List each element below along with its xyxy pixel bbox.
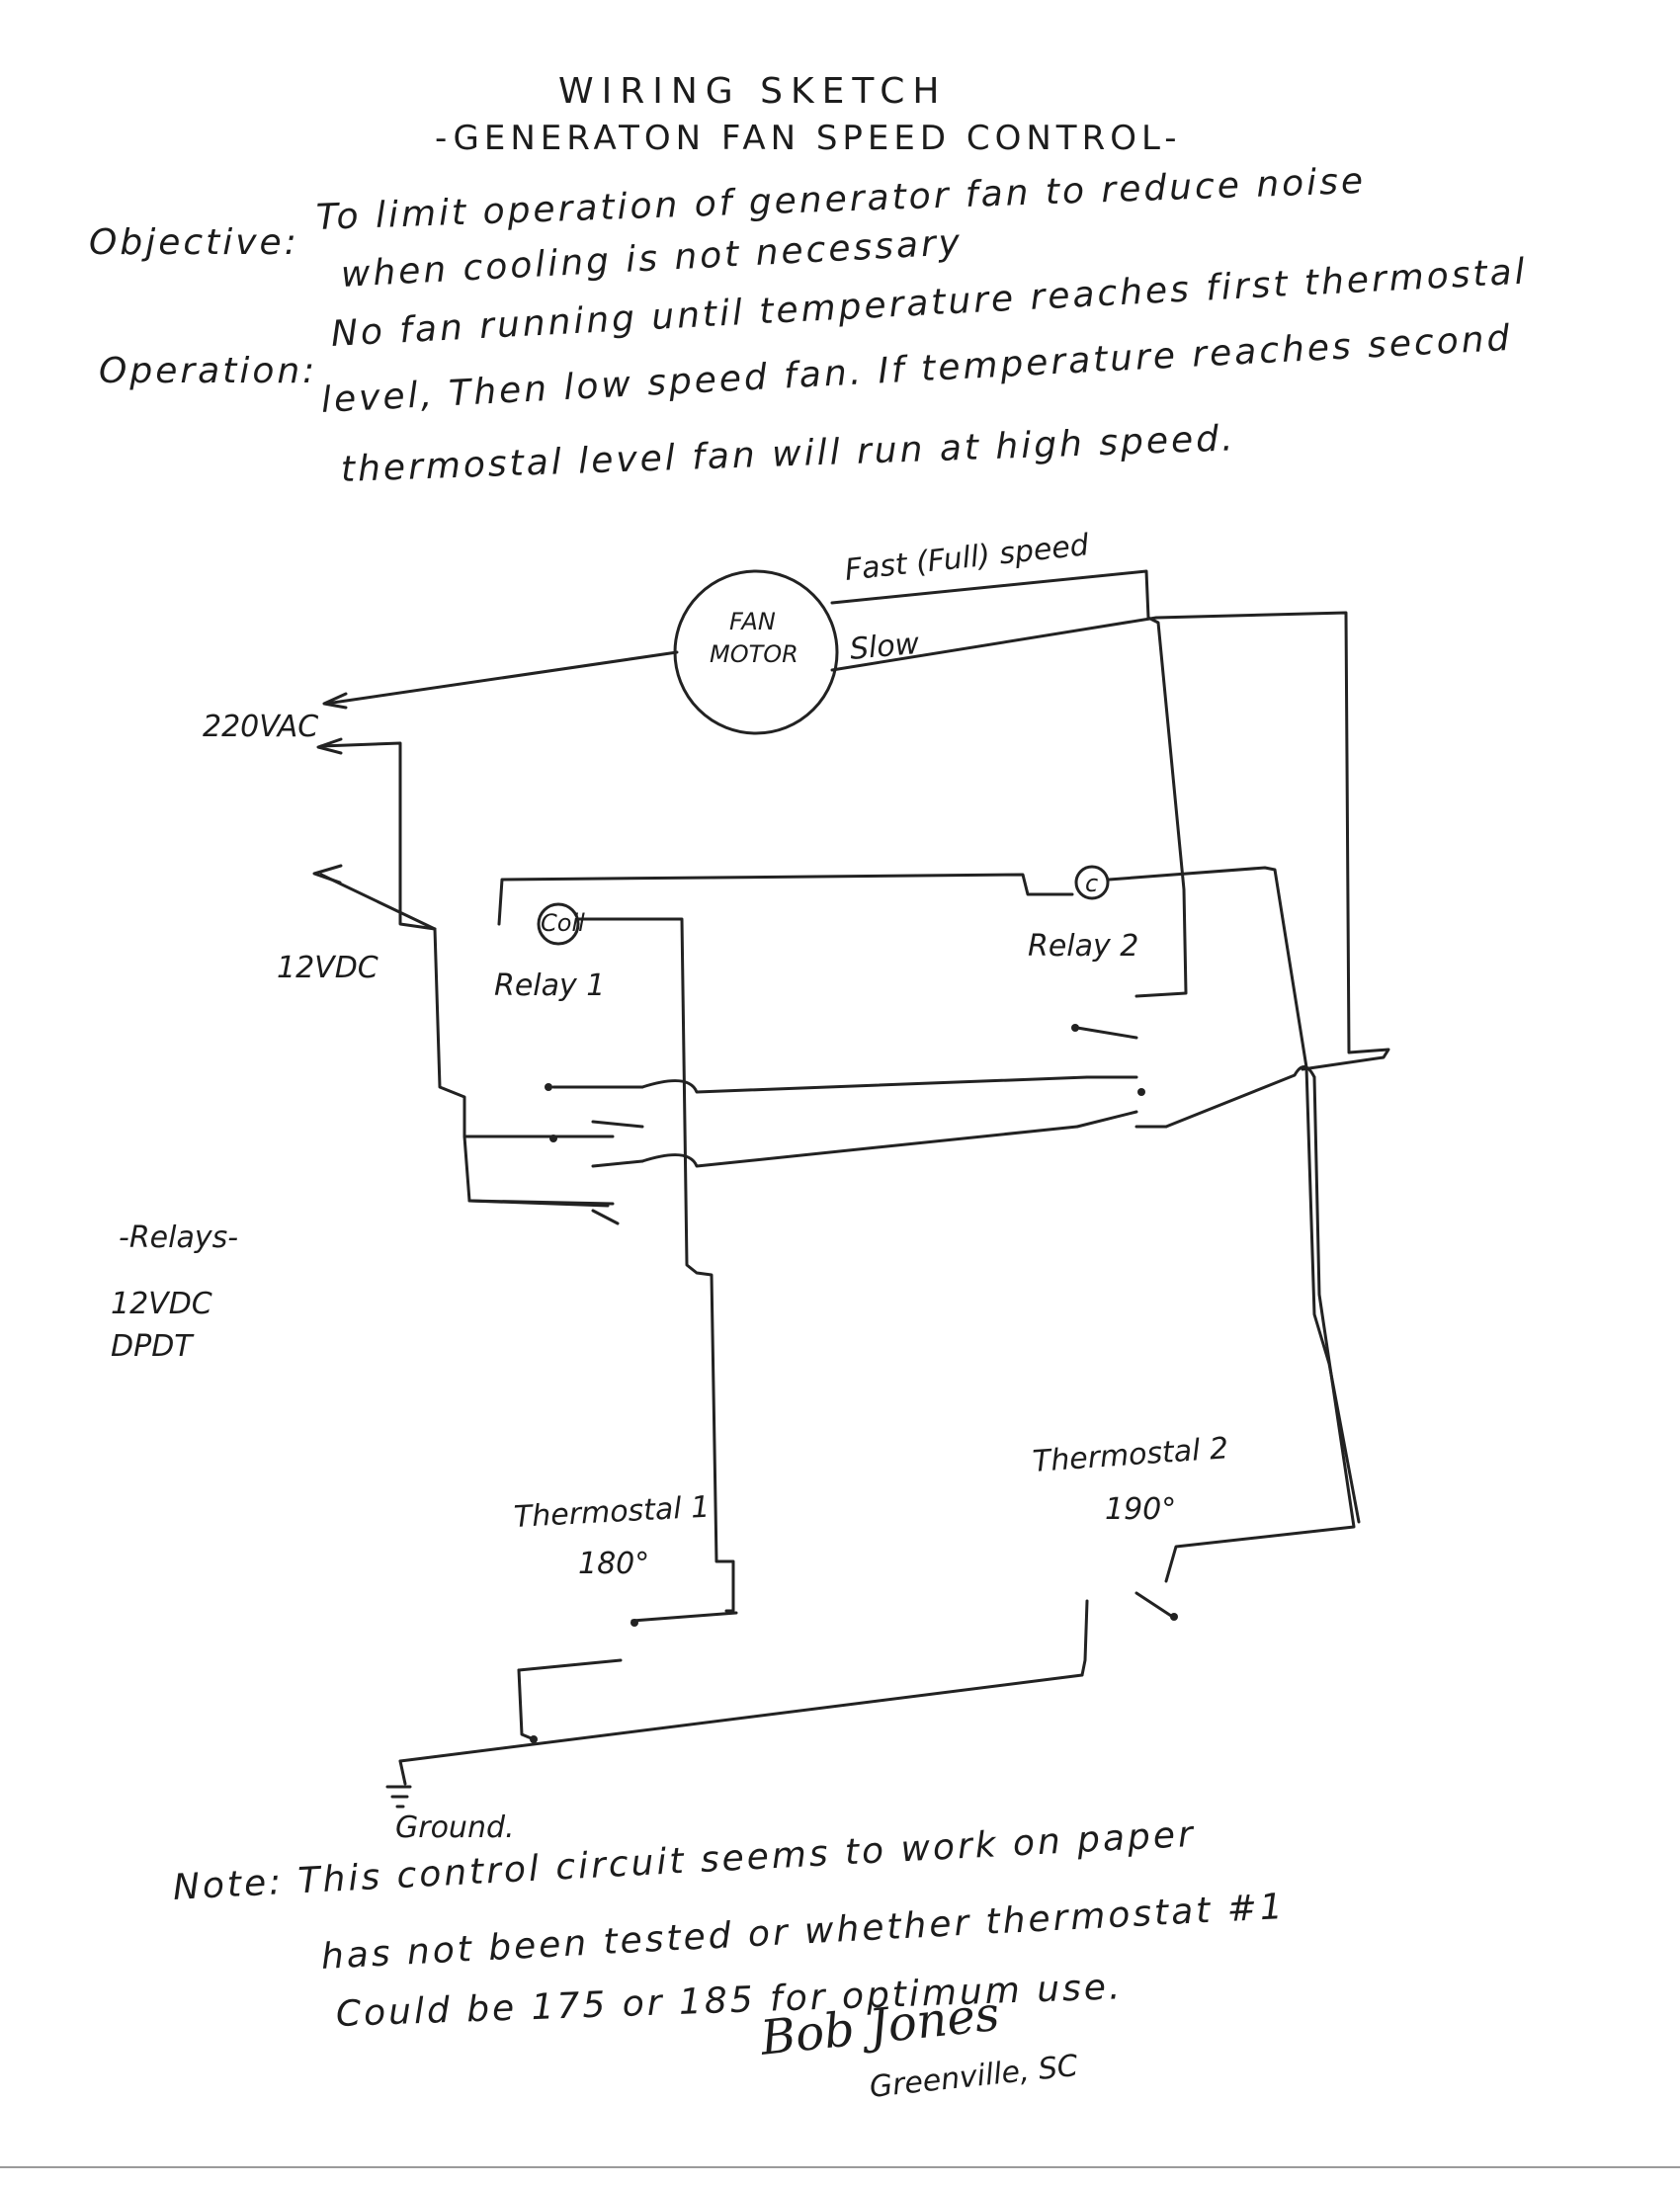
wire-coil1-out <box>576 917 735 1613</box>
relays-note-2: 12VDC <box>111 1287 212 1321</box>
wire-slow-speed <box>830 611 1390 1071</box>
thermostat1-lower <box>517 1658 623 1672</box>
relay1-contact-2 <box>591 1120 644 1129</box>
relay2-contact-1 <box>1075 1026 1138 1040</box>
arrow-220vac-2 <box>316 737 343 755</box>
wire-220vac-line1 <box>324 650 679 706</box>
wire-thermostat1-loop <box>517 1668 536 1741</box>
arrow-220vac-1 <box>322 692 348 710</box>
thermostat1-switch <box>630 1611 738 1623</box>
relays-note-1: -Relays- <box>119 1220 239 1255</box>
thermostat2-temp: 190° <box>1105 1492 1177 1527</box>
vac-220-label: 220VAC <box>203 710 319 744</box>
wire-thermostat2-drop <box>1080 1599 1089 1677</box>
objective-label: Objective: <box>89 222 299 263</box>
relay1-contact-6 <box>591 1209 620 1225</box>
relay1-contact-4 <box>591 1159 644 1168</box>
relay2-contact-3 <box>1075 1110 1138 1129</box>
wire-relay2-right <box>1164 1065 1316 1129</box>
relays-note-3: DPDT <box>111 1329 193 1364</box>
coil-label-relay2: c <box>1085 870 1099 897</box>
wire-cross-lower <box>640 1125 1079 1168</box>
relay1-coil <box>537 902 580 946</box>
fan-motor-label-1: FAN <box>729 608 776 635</box>
slow-speed-label: Slow <box>848 626 921 667</box>
vdc-12-label: 12VDC <box>277 951 378 985</box>
ground-label: Ground. <box>395 1810 515 1845</box>
arrow-12vdc <box>312 864 343 884</box>
wire-ground-drop <box>398 1759 407 1786</box>
relay1-contact-5 <box>467 1199 615 1206</box>
wire-coil2-out <box>1107 866 1361 1524</box>
ground-junction <box>530 1735 538 1743</box>
wire-fast-speed <box>830 569 1188 998</box>
thermostat1-contact <box>630 1619 638 1627</box>
scan-bottom-edge <box>0 2166 1680 2168</box>
thermostat2-switch <box>1134 1591 1173 1618</box>
thermostat1-temp: 180° <box>578 1547 650 1581</box>
wire-ground-bus <box>398 1673 1084 1763</box>
relay1-pole-1 <box>545 1083 552 1091</box>
thermostat2-contact <box>1170 1613 1178 1621</box>
wire-thermostat2-side <box>1164 1075 1356 1583</box>
wire-cross-upper <box>640 1075 1089 1094</box>
operation-label: Operation: <box>99 351 318 391</box>
wire-coil-bus <box>497 873 1074 926</box>
relay1-label: Relay 1 <box>494 968 606 1003</box>
sketch-title: WIRING SKETCH <box>558 71 948 112</box>
coil-label-relay1: Coil <box>541 909 585 937</box>
relay2-pole-2 <box>1137 1088 1145 1096</box>
relay2-coil <box>1074 865 1110 900</box>
wire-220vac-line2 <box>319 741 437 931</box>
sketch-subtitle: -GENERATON FAN SPEED CONTROL- <box>435 119 1182 158</box>
fan-motor-label-2: MOTOR <box>710 640 798 668</box>
relay2-pole-1 <box>1071 1024 1079 1032</box>
relay1-pole-2 <box>549 1135 557 1142</box>
relay2-label: Relay 2 <box>1028 929 1139 964</box>
